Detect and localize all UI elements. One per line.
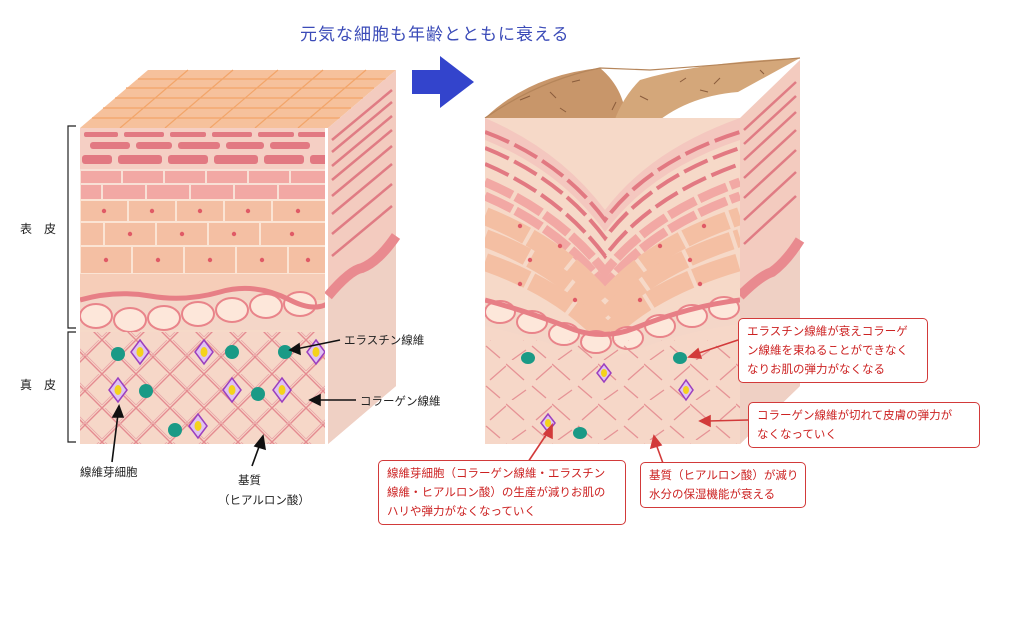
callout-matrix: 基質（ヒアルロン酸）が減り 水分の保湿機能が衰える (640, 462, 806, 508)
healthy-skin-block (80, 69, 401, 444)
callout-collagen-line-1: コラーゲン線維が切れて皮膚の弾力が (757, 408, 953, 422)
callout-collagen: コラーゲン線維が切れて皮膚の弾力が なくなっていく (748, 402, 980, 448)
callout-fibroblast: 線維芽細胞（コラーゲン線維・エラスチン 線維・ヒアルロン酸）の生産が減りお肌の … (378, 460, 626, 525)
page-title: 元気な細胞も年齢とともに衰える (300, 25, 570, 45)
dermis-label: 真 皮 (20, 378, 57, 392)
callout-matrix-line-1: 基質（ヒアルロン酸）が減り (649, 468, 799, 482)
epidermis-label: 表 皮 (20, 222, 57, 236)
progression-arrow (412, 56, 474, 108)
callout-elastin: エラスチン線維が衰えコラーゲ ン線維を束ねることができなく なりお肌の弾力がなく… (738, 318, 928, 383)
left-annotation-arrows (111, 339, 356, 467)
callout-elastin-line-1: エラスチン線維が衰えコラーゲ (747, 324, 908, 338)
callout-fibroblast-line-3: ハリや弾力がなくなっていく (387, 504, 536, 518)
elastin-fiber-label: エラスチン線維 (344, 333, 425, 347)
callout-matrix-line-2: 水分の保湿機能が衰える (649, 487, 776, 501)
layer-brackets (67, 125, 76, 443)
callout-elastin-line-3: なりお肌の弾力がなくなる (747, 362, 885, 376)
aged-skin-block (484, 57, 805, 444)
callout-elastin-line-2: ン線維を束ねることができなく (747, 343, 908, 357)
callout-collagen-line-2: なくなっていく (757, 427, 837, 441)
fibroblast-label: 線維芽細胞 (80, 465, 138, 479)
callout-arrows (527, 339, 749, 467)
matrix-sublabel: （ヒアルロン酸） (218, 493, 310, 507)
callout-fibroblast-line-2: 線維・ヒアルロン酸）の生産が減りお肌の (387, 485, 606, 499)
matrix-label: 基質 (238, 473, 261, 487)
collagen-fiber-label: コラーゲン線維 (360, 394, 441, 408)
callout-fibroblast-line-1: 線維芽細胞（コラーゲン線維・エラスチン (387, 466, 606, 480)
